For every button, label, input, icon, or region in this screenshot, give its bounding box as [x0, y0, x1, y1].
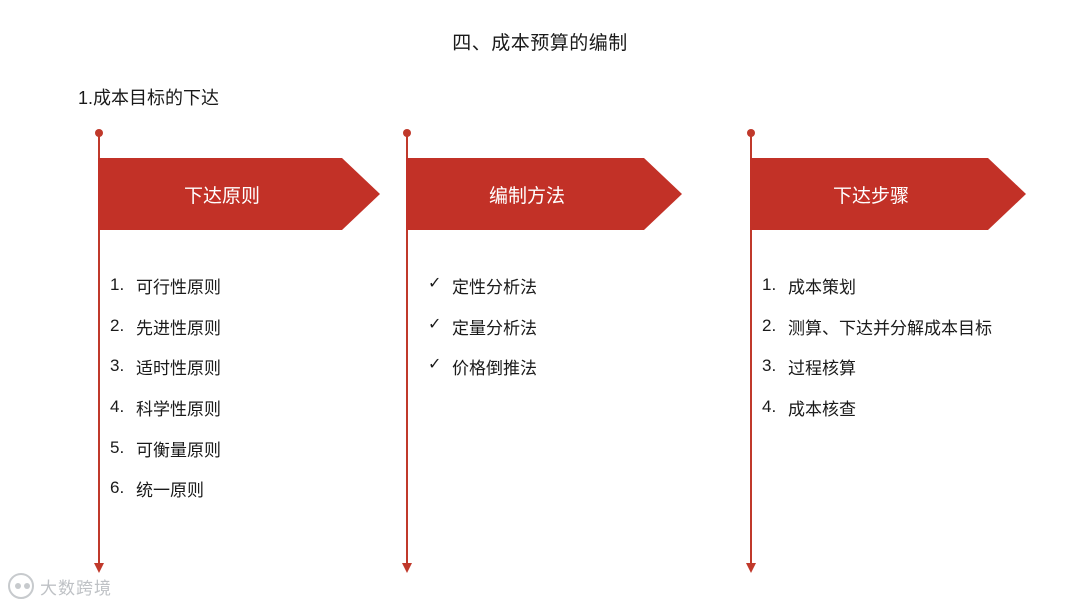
list-marker: 4. — [110, 396, 125, 416]
list-item: 2. 先进性原则 — [110, 317, 360, 342]
timeline-arrowhead-3 — [746, 563, 756, 573]
banner-column-2[interactable]: 编制方法 — [406, 158, 682, 230]
timeline-dot-2 — [403, 129, 411, 137]
list-item-text: 价格倒推法 — [452, 359, 537, 379]
banner-label-2: 编制方法 — [488, 185, 565, 207]
list-item-text: 统一原则 — [136, 481, 204, 501]
list-marker: 1. — [110, 275, 125, 294]
list-item-text: 成本核查 — [788, 399, 856, 419]
timeline-line-1 — [94, 129, 104, 573]
list-item: 1. 可行性原则 — [110, 276, 360, 301]
list-item-text: 先进性原则 — [136, 318, 221, 338]
list-item: ✓ 定量分析法 — [428, 315, 678, 342]
list-item: 5. 可衡量原则 — [110, 439, 360, 464]
list-item-text: 定量分析法 — [452, 318, 537, 338]
timeline-line-3 — [746, 129, 756, 573]
list-item-text: 测算、下达并分解成本目标 — [788, 318, 992, 338]
list-item: 3. 过程核算 — [762, 357, 1020, 382]
timeline-arrowhead-1 — [94, 563, 104, 573]
list-marker: 6. — [110, 478, 125, 498]
list-marker: 3. — [110, 356, 125, 376]
section-title: 1.成本目标的下达 — [78, 88, 220, 108]
check-icon: ✓ — [428, 315, 442, 333]
list-item: 4. 成本核查 — [762, 398, 1020, 423]
list-item: 6. 统一原则 — [110, 479, 360, 504]
banner-column-1[interactable]: 下达原则 — [98, 158, 380, 230]
list-item-text: 过程核算 — [788, 359, 856, 379]
panda-logo-icon — [8, 573, 34, 599]
timeline-arrowhead-2 — [402, 563, 412, 573]
list-item: 3. 适时性原则 — [110, 357, 360, 382]
list-marker: 2. — [110, 315, 125, 335]
watermark-text: 大数跨境 — [40, 578, 112, 598]
list-item: 2. 测算、下达并分解成本目标 — [762, 317, 1020, 342]
check-icon: ✓ — [428, 275, 442, 292]
list-marker: 4. — [762, 396, 777, 416]
list-column-3: 1. 成本策划 2. 测算、下达并分解成本目标 3. 过程核算 4. 成本核查 — [762, 276, 1020, 439]
timeline-line-2 — [402, 129, 412, 573]
timeline-dot-1 — [95, 129, 103, 137]
check-icon: ✓ — [428, 356, 442, 374]
list-item-text: 可衡量原则 — [136, 440, 221, 460]
list-marker: 1. — [762, 275, 777, 294]
banner-label-3: 下达步骤 — [832, 185, 909, 207]
list-item: ✓ 价格倒推法 — [428, 357, 678, 382]
banner-label-1: 下达原则 — [183, 185, 260, 207]
list-item-text: 适时性原则 — [136, 359, 221, 379]
banner-column-3[interactable]: 下达步骤 — [750, 158, 1026, 230]
list-column-1: 1. 可行性原则 2. 先进性原则 3. 适时性原则 4. 科学性原则 5. 可… — [110, 276, 360, 520]
list-marker: 3. — [762, 356, 777, 376]
list-item: 1. 成本策划 — [762, 276, 1020, 301]
list-marker: 2. — [762, 315, 777, 335]
list-item-text: 定性分析法 — [452, 278, 537, 297]
list-item: 4. 科学性原则 — [110, 398, 360, 423]
list-item-text: 成本策划 — [788, 278, 856, 297]
list-item-text: 可行性原则 — [136, 278, 221, 297]
timeline-dot-3 — [747, 129, 755, 137]
list-item: ✓ 定性分析法 — [428, 276, 678, 301]
watermark: 大数跨境 — [8, 573, 112, 599]
list-item-text: 科学性原则 — [136, 399, 221, 419]
list-marker: 5. — [110, 437, 125, 457]
list-column-2: ✓ 定性分析法 ✓ 定量分析法 ✓ 价格倒推法 — [428, 276, 678, 398]
slide-title: 四、成本预算的编制 — [452, 33, 628, 54]
